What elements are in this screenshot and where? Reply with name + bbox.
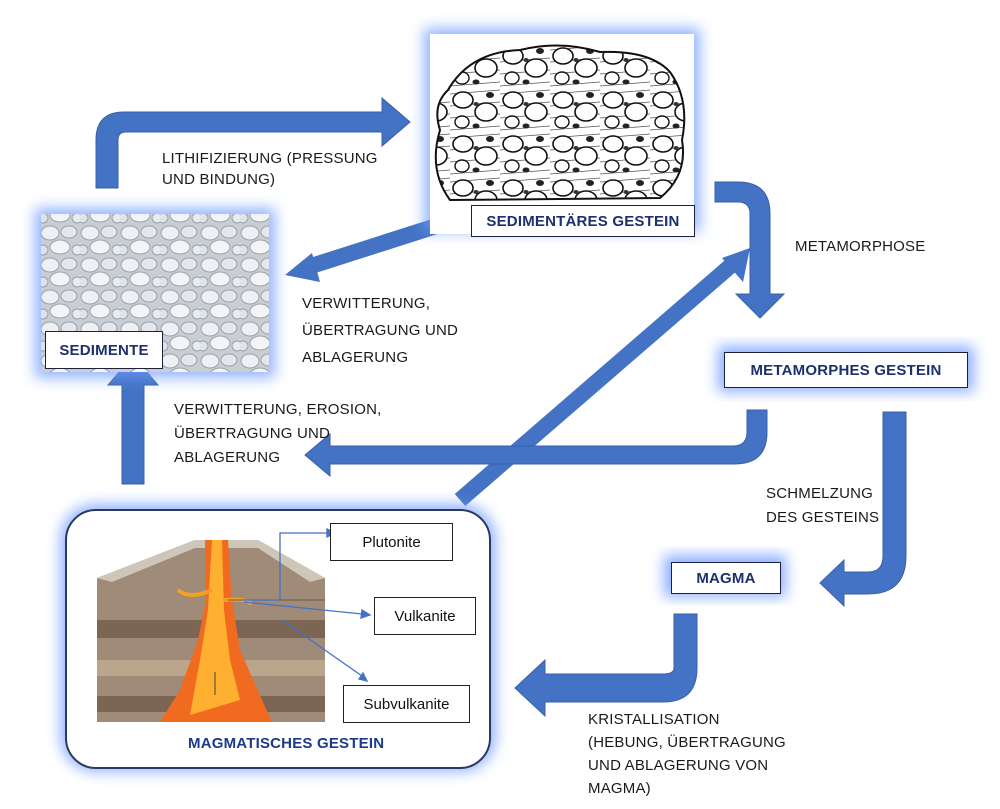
subvulkanite-label: Subvulkanite — [343, 685, 470, 723]
arrow-metamorphic-to-magma — [819, 411, 907, 608]
metamorphosis-label: METAMORPHOSE — [795, 238, 926, 255]
weathering-metamorphic-label: VERWITTERUNG, EROSION, ÜBERTRAGUNG UND A… — [174, 401, 382, 466]
plutonite-label: Plutonite — [330, 523, 453, 561]
sedimentary-rock-label: SEDIMENTÄRES GESTEIN — [471, 205, 695, 237]
arrow-magma-to-igneous — [514, 613, 698, 718]
conglomerate-illustration — [434, 44, 686, 202]
volcano-cross-section — [97, 540, 325, 722]
vulkanite-label: Vulkanite — [374, 597, 476, 635]
lithification-label: LITHIFIZIERUNG (PRESSUNG UND BINDUNG) — [162, 150, 378, 188]
igneous-rock-label: MAGMATISCHES GESTEIN — [188, 735, 385, 752]
weathering-sedimentary-label: VERWITTERUNG, ÜBERTRAGUNG UND ABLAGERUNG — [302, 295, 459, 366]
arrow-sedimentary-to-metamorphic — [714, 181, 786, 319]
melting-label: SCHMELZUNG DES GESTEINS — [766, 485, 880, 526]
sediments-label: SEDIMENTE — [45, 331, 163, 369]
sedimentary-rock-panel — [430, 34, 694, 234]
crystallization-label: KRISTALLISATION (HEBUNG, ÜBERTRAGUNG UND… — [588, 711, 786, 797]
arrow-sediments-to-sedimentary-rock — [95, 96, 411, 189]
magma-label: MAGMA — [671, 562, 781, 594]
metamorphic-rock-label: METAMORPHES GESTEIN — [724, 352, 968, 388]
arrow-metamorphic-to-sediments — [304, 409, 768, 478]
